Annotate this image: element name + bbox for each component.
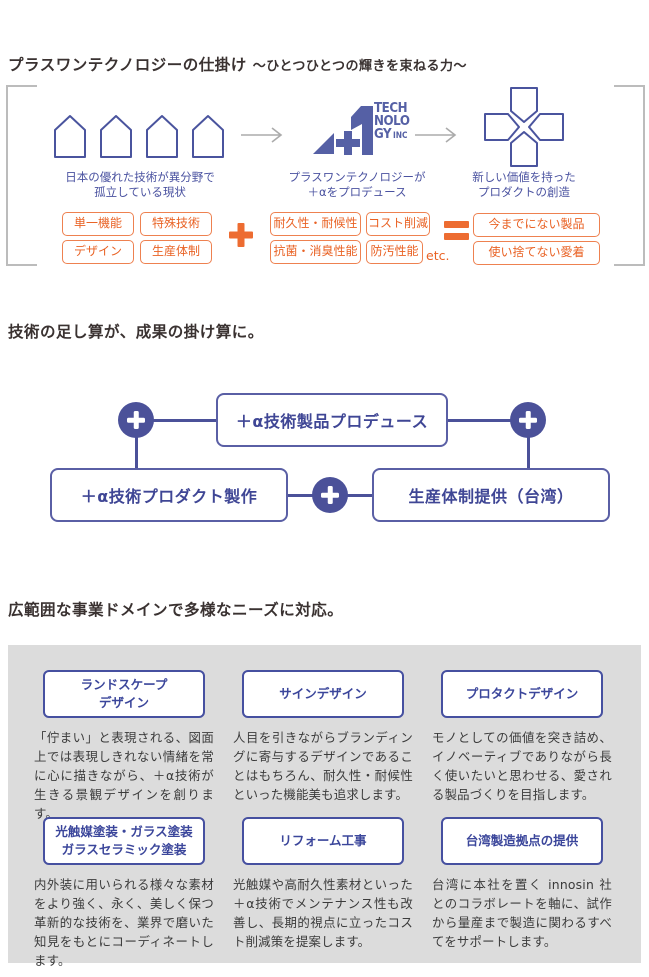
domain-card: リフォーム工事 光触媒や高耐久性素材といった＋α技術でメンテナンス性も改善し、長…	[233, 817, 413, 951]
arrow-right-icon	[415, 127, 457, 143]
card-title: プロタクトデザイン	[441, 670, 603, 718]
arrow-right-icon	[241, 127, 283, 143]
mechanism-heading-sub: ～ひとつひとつの輝きを束ねる力～	[252, 58, 467, 73]
plus-symbol-icon	[229, 223, 253, 247]
isolated-houses-icon	[54, 115, 224, 158]
synergy-top-box: ＋α技術製品プロデュース	[216, 393, 448, 447]
plus-one-logo-mark-icon	[313, 106, 373, 155]
card-body: 光触媒や高耐久性素材といった＋α技術でメンテナンス性も改善し、長期的視点に立った…	[233, 877, 413, 949]
tag: 使い捨てない愛着	[473, 241, 600, 265]
mechanism-heading: プラスワンテクノロジーの仕掛け ～ひとつひとつの輝きを束ねる力～	[8, 53, 467, 75]
tag: 単一機能	[62, 212, 134, 236]
card-body: 人目を引きながらブランディングに寄与するデザインであることはもちろん、耐久性・耐…	[233, 730, 413, 802]
tag: コスト削減	[366, 212, 430, 236]
equals-symbol-icon	[444, 221, 469, 240]
domain-card: 光触媒塗装・ガラス塗装 ガラスセラミック塗装 内外装に用いられる様々な素材をより…	[34, 817, 214, 970]
tag: 抗菌・消臭性能	[270, 240, 361, 264]
logo-inc-label: INC	[392, 130, 408, 141]
card-body: 「佇まい」と表現される、図面上では表現しきれない情緒を常に心に描きながら、＋α技…	[34, 730, 214, 822]
logo-word-line2: NOLO	[374, 112, 410, 129]
synergy-heading: 技術の足し算が、成果の掛け算に。	[8, 324, 264, 341]
logo-word-line1: TECH	[374, 100, 408, 116]
connector-line	[446, 418, 528, 422]
card-body: モノとしての価値を突き詰め、イノベーティブでありながら長く使いたいと思わせる、愛…	[432, 730, 612, 802]
stage3-caption: 新しい価値を持った プロダクトの創造	[472, 170, 576, 199]
domain-card: プロタクトデザイン モノとしての価値を突き詰め、イノベーティブでありながら長く使…	[432, 670, 612, 804]
stage2-caption: プラスワンテクノロジーが ＋αをプロデュース	[288, 170, 426, 199]
connector-line	[526, 420, 530, 470]
tag: 耐久性・耐候性	[270, 212, 361, 236]
etc-label: etc.	[426, 248, 450, 263]
connector-line	[288, 493, 332, 497]
domain-card: ランドスケープ デザイン 「佇まい」と表現される、図面上では表現しきれない情緒を…	[34, 670, 214, 823]
domains-heading: 広範囲な事業ドメインで多様なニーズに対応。	[8, 602, 344, 619]
plus-node-icon	[510, 402, 546, 438]
domain-card: 台湾製造拠点の提供 台湾に本社を置く innosin 社とのコラボレートを軸に、…	[432, 817, 612, 951]
tag: 生産体制	[140, 240, 212, 264]
connector-line	[134, 420, 138, 470]
connector-line	[136, 418, 218, 422]
synergy-bottom-left-box: ＋α技術プロダクト製作	[50, 468, 288, 522]
right-bracket	[614, 85, 645, 266]
tag: 特殊技術	[140, 212, 212, 236]
tag: 今までにない製品	[473, 213, 600, 237]
stage1-caption: 日本の優れた技術が異分野で 孤立している現状	[65, 170, 215, 199]
card-title: ランドスケープ デザイン	[43, 670, 205, 719]
tag: デザイン	[62, 240, 134, 264]
plus-node-icon	[118, 402, 154, 438]
mechanism-heading-main: プラスワンテクノロジーの仕掛け	[8, 57, 247, 74]
bundled-product-clover-icon	[484, 87, 564, 167]
card-title: リフォーム工事	[242, 817, 404, 865]
card-title: 台湾製造拠点の提供	[441, 817, 603, 865]
card-body: 内外装に用いられる様々な素材をより強く、永く、美しく保つ革新的な技術を、業界で磨…	[34, 877, 214, 969]
synergy-bottom-right-box: 生産体制提供（台湾）	[372, 468, 610, 522]
card-title: サインデザイン	[242, 670, 404, 718]
connector-line	[328, 493, 372, 497]
card-body: 台湾に本社を置く innosin 社とのコラボレートを軸に、試作から量産まで製造…	[432, 877, 612, 949]
domain-card: サインデザイン 人目を引きながらブランディングに寄与するデザインであることはもち…	[233, 670, 413, 804]
card-title: 光触媒塗装・ガラス塗装 ガラスセラミック塗装	[43, 817, 205, 866]
plus-node-icon	[312, 477, 348, 513]
tag: 防汚性能	[366, 240, 423, 264]
left-bracket	[6, 85, 37, 266]
